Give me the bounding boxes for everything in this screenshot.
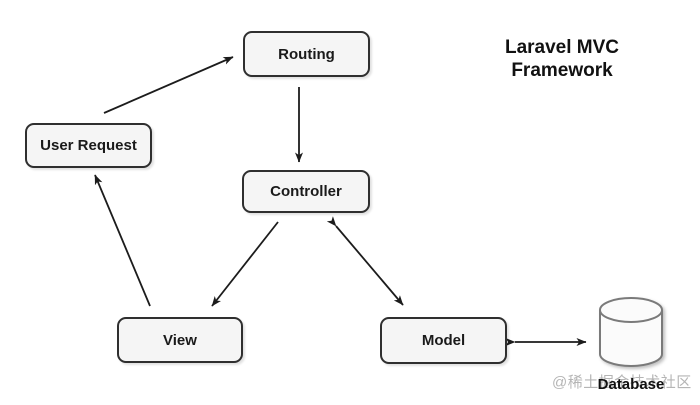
arrow-controller-to-view	[211, 221, 279, 307]
diagram-title: Laravel MVC Framework	[462, 36, 662, 82]
database-cylinder-icon[interactable]	[593, 294, 669, 370]
diagram-title-line2: Framework	[511, 60, 613, 81]
arrow-user-request-to-routing	[103, 56, 234, 114]
node-view-label: View	[163, 331, 197, 349]
node-routing-label: Routing	[278, 45, 335, 63]
arrow-view-to-user-request	[94, 174, 151, 307]
node-user-request-label: User Request	[40, 137, 137, 154]
node-model[interactable]: Model	[380, 317, 507, 364]
node-view[interactable]: View	[117, 317, 243, 363]
node-controller-label: Controller	[270, 183, 342, 200]
node-routing[interactable]: Routing	[243, 31, 370, 77]
watermark: @稀土掘金技术社区	[552, 374, 692, 391]
node-user-request[interactable]: User Request	[25, 123, 152, 168]
node-controller[interactable]: Controller	[242, 170, 370, 213]
database-label: Database	[597, 376, 665, 393]
diagram-title-line1: Laravel MVC	[504, 37, 620, 58]
arrow-controller-model-two-way	[326, 216, 404, 306]
node-model-label: Model	[421, 332, 466, 349]
